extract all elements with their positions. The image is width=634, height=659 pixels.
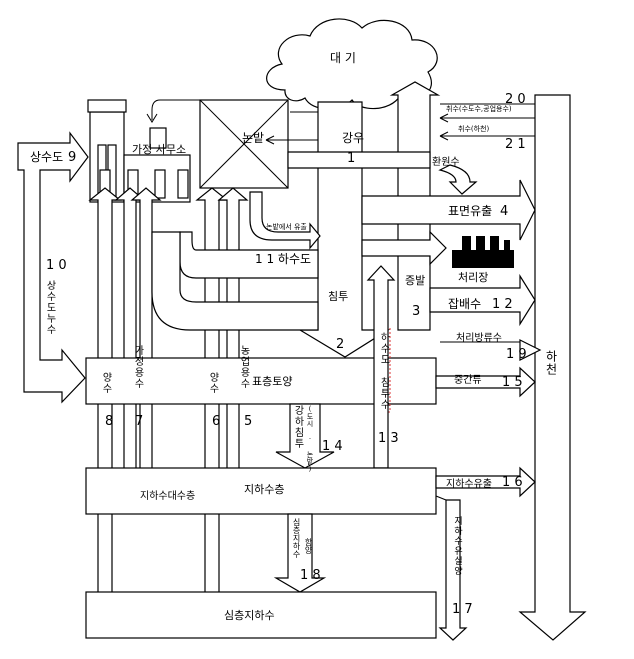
paddy-runoff-arrow bbox=[249, 191, 321, 250]
num-18: 1 8 bbox=[300, 568, 321, 583]
groundwater-loss-arrow bbox=[438, 499, 468, 641]
evaporation-num: 3 bbox=[412, 304, 421, 319]
aquifer-layer bbox=[85, 467, 437, 515]
intake-20-num: 2 0 bbox=[505, 92, 526, 107]
intake-public-label: 취수(수도수,공업용수) bbox=[446, 105, 512, 113]
num-8: 8 bbox=[105, 414, 114, 429]
deep-groundwater-layer bbox=[85, 591, 437, 639]
groundwater-outflow-label: 지하수유출 bbox=[446, 479, 492, 490]
surface-runoff-label: 표면유출 bbox=[448, 204, 493, 218]
return-water-arrow bbox=[438, 164, 478, 195]
pumping1-label: 양수 bbox=[100, 372, 111, 394]
topsoil-label: 표층토양 bbox=[252, 375, 293, 388]
water-supply-arrow bbox=[17, 131, 89, 404]
gw-recharge-label: 강하침투 bbox=[292, 405, 303, 449]
groundwater-loss-label: 지하수유실양 bbox=[452, 516, 462, 576]
intake-20-arrow bbox=[439, 113, 535, 123]
rain-label: 강우 bbox=[342, 131, 365, 145]
treated-discharge-head bbox=[519, 339, 542, 361]
gw-recharge-small-label: (도시 · 논밭) bbox=[306, 405, 314, 473]
deep-groundwater-label: 심층지하수 bbox=[224, 609, 275, 622]
rain-to-paddy-arrow bbox=[265, 135, 318, 145]
paddy-drain-label: 논밭에서 유출 bbox=[266, 223, 307, 231]
infiltration-curve bbox=[151, 231, 319, 331]
misc-drainage-num: 1 2 bbox=[492, 297, 513, 312]
groundwater-outflow-num: 1 6 bbox=[502, 475, 523, 490]
groundwater-outflow-arrow bbox=[435, 466, 536, 498]
sewer-label: 1 1 하수도 bbox=[255, 252, 312, 266]
intake-river-label: 취수(하천) bbox=[458, 125, 490, 133]
supply-leak-label: 상수도누수 bbox=[44, 280, 55, 335]
water-supply-num: 9 bbox=[68, 150, 77, 165]
household-water-label: 가정용수 bbox=[132, 345, 143, 389]
household-label: 가정 사무소 bbox=[132, 143, 187, 156]
treated-discharge-num: 1 9 bbox=[506, 347, 527, 362]
paddy-label: 논밭 bbox=[242, 131, 265, 145]
misc-drainage-arrow bbox=[429, 273, 536, 327]
intake-21-num: 2 1 bbox=[505, 137, 526, 152]
intake-21-arrow bbox=[439, 131, 535, 141]
treatment-plant-label: 처리장 bbox=[458, 271, 489, 284]
num-10: 1 0 bbox=[46, 258, 67, 273]
return-water-band bbox=[287, 151, 431, 169]
evaporation-label: 증발 bbox=[405, 274, 426, 287]
infiltration-label: 침투 bbox=[328, 290, 349, 303]
infiltration-num: 2 bbox=[336, 337, 345, 352]
deep-infiltration-label: 심층지하수 bbox=[292, 518, 301, 558]
misc-drainage-label: 잡배수 bbox=[448, 297, 482, 311]
interflow-arrow bbox=[435, 366, 536, 398]
num-7: 7 bbox=[135, 414, 144, 429]
deep-infiltration-small-label: 함양 bbox=[304, 538, 313, 554]
water-supply-label: 상수도 bbox=[30, 150, 64, 164]
recharge-arrow bbox=[275, 403, 335, 469]
household-to-paddy-line bbox=[146, 99, 225, 123]
river-label: 하천 bbox=[544, 350, 558, 376]
rain-num: 1 bbox=[347, 151, 356, 166]
return-water-label: 환원수 bbox=[432, 157, 460, 168]
treated-discharge-label: 처리방류수 bbox=[456, 333, 502, 344]
sewer-to-plant-arrow bbox=[361, 230, 447, 266]
num-13: 1 3 bbox=[378, 431, 399, 446]
num-17: 1 7 bbox=[452, 602, 473, 617]
capillary-up-arrow bbox=[366, 265, 396, 469]
river-arrow bbox=[518, 94, 587, 641]
aquifer-pump-label: 지하수대수층 bbox=[140, 491, 196, 502]
pumping2-label: 양수 bbox=[207, 372, 218, 394]
surface-runoff-arrow bbox=[361, 179, 536, 241]
num-6: 6 bbox=[212, 414, 221, 429]
surface-runoff-num: 4 bbox=[500, 204, 509, 219]
interflow-num: 1 5 bbox=[502, 375, 523, 390]
aquifer-label: 지하수층 bbox=[244, 483, 285, 496]
sewer-curve bbox=[179, 231, 319, 279]
sewer-infiltration-label: 하수도 침투수 bbox=[378, 332, 389, 410]
agri-water-label: 농업용수 bbox=[238, 345, 249, 389]
treatment-plant-icon bbox=[452, 236, 514, 268]
interflow-label: 중간류 bbox=[454, 375, 482, 386]
num-14: 1 4 bbox=[322, 439, 343, 454]
deep-infiltration-arrow bbox=[273, 513, 327, 593]
num-5: 5 bbox=[244, 414, 253, 429]
atmosphere-label: 대 기 bbox=[330, 51, 356, 65]
